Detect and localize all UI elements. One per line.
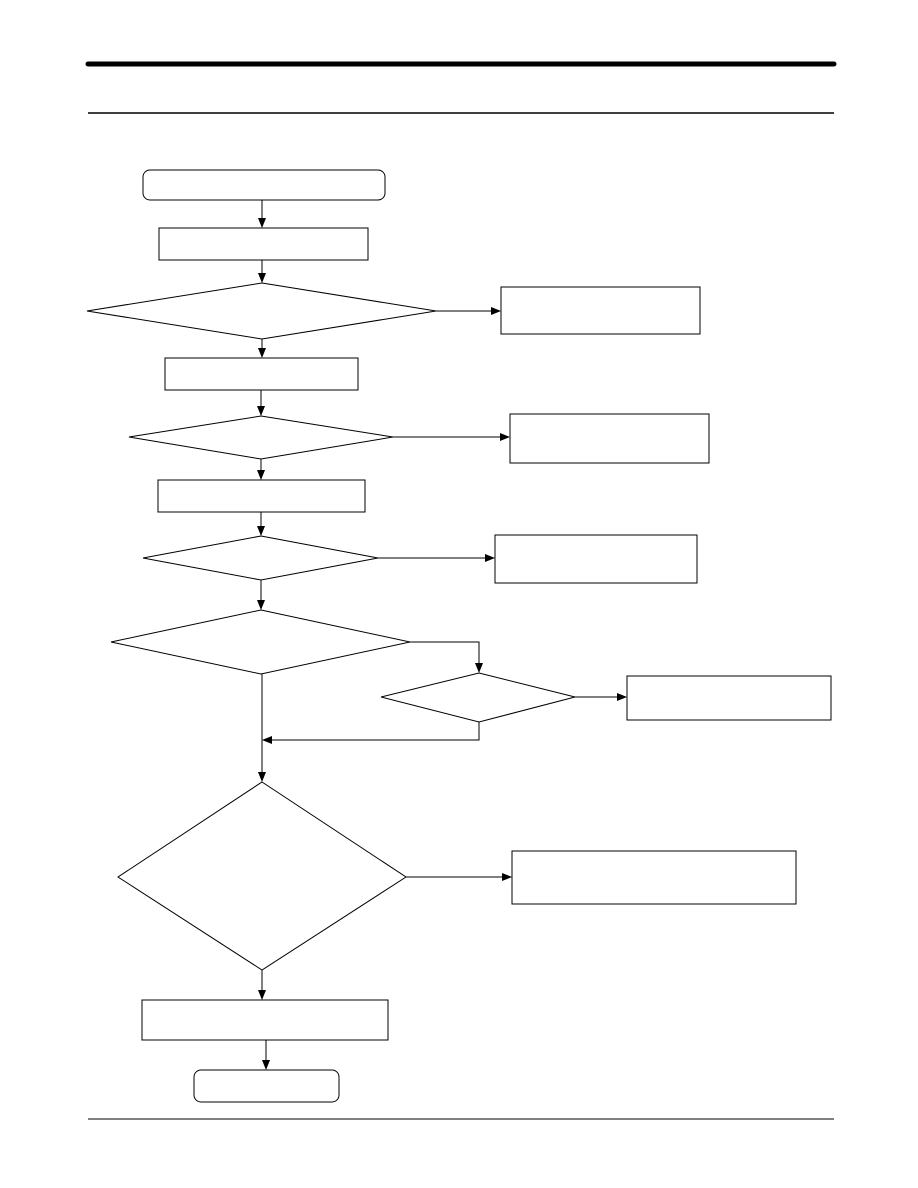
connectors [257, 200, 627, 1070]
arrowhead [258, 348, 266, 358]
decision-1 [86, 282, 437, 340]
process-box-1 [158, 227, 369, 261]
end-terminator [193, 1069, 340, 1103]
arrowhead [475, 663, 483, 673]
arrowhead [258, 273, 266, 283]
action-box-2 [509, 413, 710, 464]
decision-2 [128, 415, 394, 460]
arrowhead [258, 772, 266, 782]
action-box-1 [500, 286, 701, 335]
arrowhead [257, 526, 265, 536]
process-box-4 [141, 999, 389, 1041]
decision-3 [142, 535, 379, 581]
process-box-3 [157, 479, 366, 513]
action-box-5 [511, 850, 797, 905]
action-box-3 [494, 534, 698, 584]
action-box-4 [626, 675, 832, 721]
arrowhead [257, 600, 265, 610]
connector [270, 722, 480, 741]
arrowhead [257, 406, 265, 416]
start-terminator [142, 169, 386, 201]
process-box-2 [164, 357, 359, 391]
arrowhead [502, 873, 512, 881]
arrowhead [262, 736, 272, 744]
arrowhead [617, 693, 627, 701]
arrowhead [500, 433, 510, 441]
arrowhead [258, 990, 266, 1000]
arrowhead [491, 307, 501, 315]
arrowhead [258, 218, 266, 228]
decision-5 [380, 672, 576, 723]
arrowhead [257, 470, 265, 480]
connector [410, 641, 480, 665]
decision-6 [117, 781, 407, 971]
decision-4 [110, 609, 411, 675]
arrowhead [485, 554, 495, 562]
arrowhead [262, 1060, 270, 1070]
